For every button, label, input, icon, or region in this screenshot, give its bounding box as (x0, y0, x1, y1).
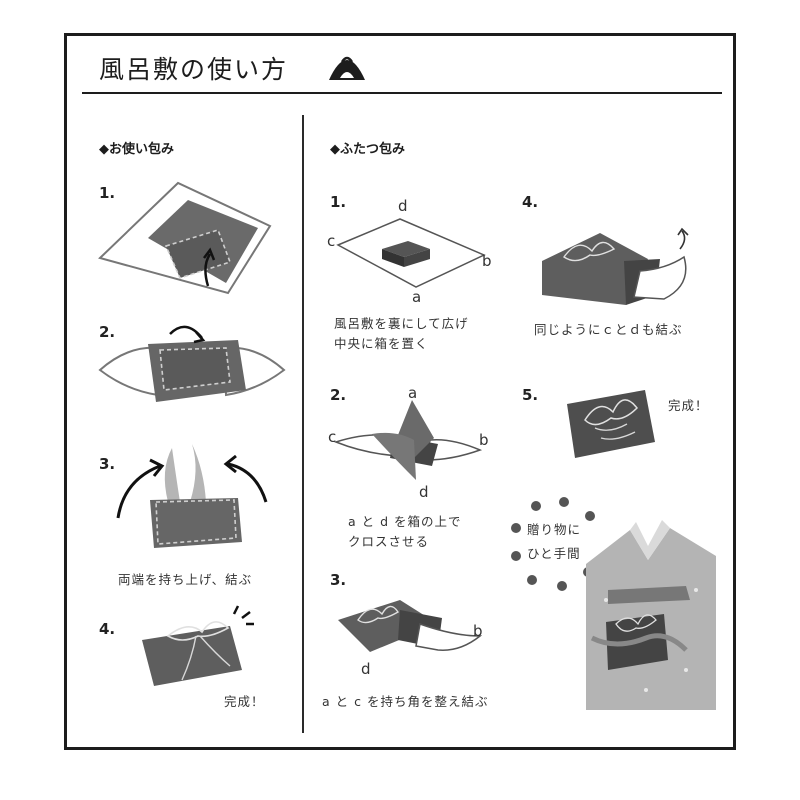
right-step-2-number: 2. (330, 386, 347, 404)
right-step-2-label-b: b (479, 431, 489, 449)
kimono-figure-illustration (586, 520, 716, 710)
left-step-3-caption: 両端を持ち上げ、結ぶ (118, 572, 253, 587)
left-step-4-illustration (142, 605, 254, 686)
gift-bubble-line1: 贈り物に (527, 522, 582, 537)
gift-bubble-line2: ひと手間 (527, 546, 581, 561)
left-step-4-number: 4. (99, 620, 116, 638)
left-step-3-illustration (116, 444, 268, 548)
right-step-1-number: 1. (330, 193, 347, 211)
right-step-2-illustration (333, 400, 483, 480)
right-step-3-caption: a と c を持ち角を整え結ぶ (322, 694, 489, 709)
column-divider (302, 115, 304, 733)
right-step-5-caption: 完成！ (668, 398, 709, 413)
right-step-2-label-d: d (419, 483, 429, 501)
left-step-2-illustration (98, 325, 286, 402)
furoshiki-logo-icon (329, 56, 365, 80)
right-step-4-illustration (542, 227, 689, 305)
right-step-1-label-c: c (327, 232, 336, 250)
right-step-5-illustration (567, 390, 655, 458)
left-step-4-caption: 完成！ (224, 694, 265, 709)
right-step-2-label-c: c (328, 428, 337, 446)
section-heading-futatsu: ◆ふたつ包み (330, 142, 405, 157)
right-step-1-label-b: b (482, 252, 492, 270)
right-step-1-label-d: d (398, 197, 408, 215)
right-step-1-caption-line1: 風呂敷を裏にして広げ (334, 316, 469, 331)
left-step-1-number: 1. (99, 184, 116, 202)
right-step-2-caption-line1: a と d を箱の上で (348, 514, 462, 529)
right-step-5-number: 5. (522, 386, 539, 404)
right-step-3-illustration (338, 600, 483, 652)
left-step-1-illustration (98, 181, 272, 295)
right-step-2-caption-line2: クロスさせる (348, 534, 430, 549)
left-step-2-number: 2. (99, 323, 116, 341)
outer-frame (64, 33, 736, 750)
right-step-4-caption: 同じようにｃとｄも結ぶ (534, 322, 683, 337)
right-step-3-label-d: d (361, 660, 371, 678)
title-underline (82, 92, 722, 94)
left-step-3-number: 3. (99, 455, 116, 473)
right-step-3-number: 3. (330, 571, 347, 589)
right-step-1-caption-line2: 中央に箱を置く (334, 336, 429, 351)
right-step-1-label-a: a (412, 288, 422, 306)
right-step-4-number: 4. (522, 193, 539, 211)
right-step-1-illustration (336, 218, 486, 288)
right-step-2-label-a: a (408, 384, 418, 402)
decorative-dot-ring (511, 497, 595, 591)
section-heading-otsukai: ◆お使い包み (99, 142, 174, 157)
page-title: 風呂敷の使い方 (99, 55, 289, 84)
right-step-3-label-b: b (473, 622, 483, 640)
